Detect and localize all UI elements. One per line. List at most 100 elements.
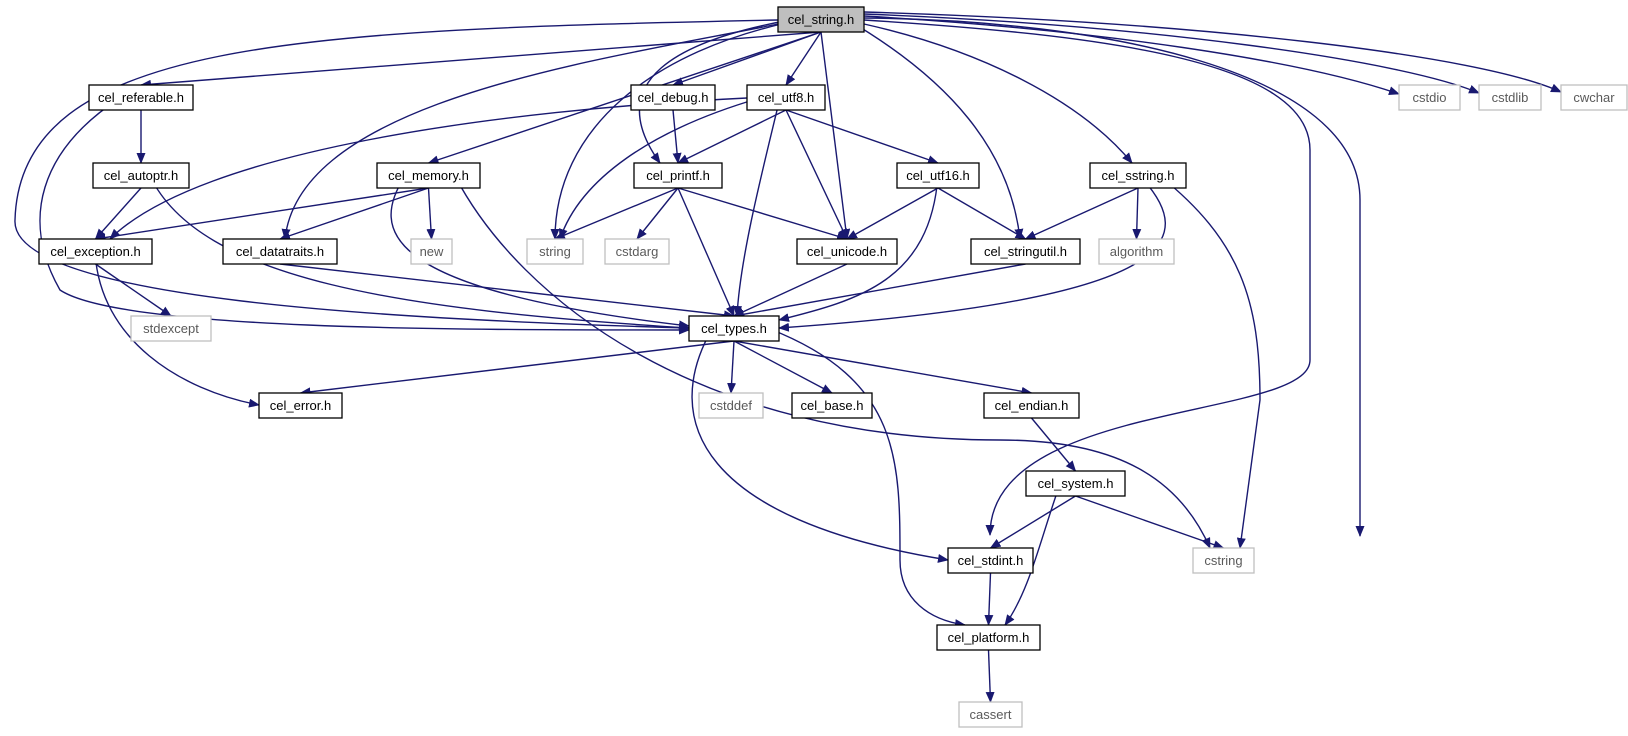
node-box bbox=[410, 238, 453, 265]
node-label: cel_autoptr.h bbox=[104, 168, 178, 183]
node-label: cel_string.h bbox=[788, 12, 854, 27]
edge-cel-types-to-cel-error bbox=[299, 340, 735, 397]
node-box bbox=[1098, 238, 1175, 265]
edge-cel-sstring-to-cstring bbox=[1159, 175, 1261, 549]
edge-cel-utf8-to-cel-unicode bbox=[785, 109, 848, 240]
node-label: cwchar bbox=[1573, 90, 1615, 105]
node-label: cstddef bbox=[710, 398, 752, 413]
edge-cel-utf8-to-cel-utf16 bbox=[785, 109, 939, 164]
node-box bbox=[947, 547, 1034, 574]
node-box bbox=[1025, 470, 1126, 497]
node-box bbox=[633, 162, 723, 189]
edge-cel-string-to-string bbox=[550, 19, 801, 240]
edge-cel-types-to-cstddef bbox=[727, 340, 737, 394]
node-box bbox=[130, 315, 212, 342]
graph-node-cstdlib: cstdlib bbox=[1478, 84, 1542, 111]
node-label: cel_unicode.h bbox=[807, 244, 887, 259]
node-label: cel_datatraits.h bbox=[236, 244, 324, 259]
graph-node-cel-unicode[interactable]: cel_unicode.h bbox=[796, 238, 898, 265]
edge-cel-memory-to-cel-datatraits bbox=[279, 187, 429, 241]
edge-cel-string-to-cstdio bbox=[863, 15, 1400, 96]
node-box bbox=[983, 392, 1080, 419]
edge-cel-printf-to-string bbox=[554, 187, 679, 240]
edge-cel-types-to-cel-platform bbox=[769, 328, 966, 629]
node-label: cassert bbox=[970, 707, 1012, 722]
graph-node-cel-datatraits[interactable]: cel_datatraits.h bbox=[222, 238, 338, 265]
edge-cel-string-to-cwchar bbox=[863, 11, 1562, 93]
node-label: cel_base.h bbox=[801, 398, 864, 413]
edge-cel-string-to-cel-printf bbox=[638, 19, 791, 164]
edge-cel-referable-to-cel-types bbox=[39, 97, 690, 335]
edge-cel-utf16-to-cel-unicode bbox=[846, 187, 939, 240]
node-label: cel_stringutil.h bbox=[984, 244, 1067, 259]
node-box bbox=[376, 162, 481, 189]
node-label: cel_debug.h bbox=[638, 90, 709, 105]
node-label: cstdarg bbox=[616, 244, 659, 259]
graph-node-cel-error[interactable]: cel_error.h bbox=[258, 392, 343, 419]
graph-node-cwchar: cwchar bbox=[1560, 84, 1628, 111]
node-box bbox=[796, 238, 898, 265]
node-box bbox=[630, 84, 716, 111]
graph-node-cel-autoptr[interactable]: cel_autoptr.h bbox=[92, 162, 190, 189]
edge-cel-types-to-cel-stdint bbox=[691, 328, 949, 563]
edge-cel-string-to-cel-referable bbox=[140, 31, 822, 89]
edge-cel-printf-to-cel-types bbox=[677, 187, 735, 317]
node-label: cel_utf16.h bbox=[906, 168, 970, 183]
node-label: algorithm bbox=[1110, 244, 1163, 259]
node-box bbox=[791, 392, 873, 419]
node-label: cel_sstring.h bbox=[1102, 168, 1175, 183]
node-box bbox=[688, 315, 780, 342]
graph-node-cel-types[interactable]: cel_types.h bbox=[688, 315, 780, 342]
node-box bbox=[604, 238, 670, 265]
node-box bbox=[1398, 84, 1461, 111]
graph-node-cel-exception[interactable]: cel_exception.h bbox=[38, 238, 153, 265]
graph-node-cel-string[interactable]: cel_string.h bbox=[777, 6, 865, 33]
edge-cel-stringutil-to-cel-types bbox=[733, 263, 1026, 319]
node-label: cel_exception.h bbox=[50, 244, 140, 259]
node-box bbox=[896, 162, 980, 189]
graph-node-cel-memory[interactable]: cel_memory.h bbox=[376, 162, 481, 189]
edge-cel-system-to-cstring bbox=[1075, 495, 1225, 549]
node-box bbox=[746, 84, 826, 111]
node-label: cel_platform.h bbox=[948, 630, 1030, 645]
node-box bbox=[258, 392, 343, 419]
graph-node-cel-sstring[interactable]: cel_sstring.h bbox=[1089, 162, 1187, 189]
graph-node-cel-stdint[interactable]: cel_stdint.h bbox=[947, 547, 1034, 574]
edge-cel-platform-to-cassert bbox=[985, 649, 995, 703]
node-label: new bbox=[420, 244, 444, 259]
node-box bbox=[777, 6, 865, 33]
edge-cel-sstring-to-algorithm bbox=[1132, 187, 1142, 240]
graph-node-cel-endian[interactable]: cel_endian.h bbox=[983, 392, 1080, 419]
graph-node-cel-system[interactable]: cel_system.h bbox=[1025, 470, 1126, 497]
graph-node-cel-referable[interactable]: cel_referable.h bbox=[88, 84, 194, 111]
edge-cel-exception-to-stdexcept bbox=[95, 263, 172, 317]
graph-node-cel-utf8[interactable]: cel_utf8.h bbox=[746, 84, 826, 111]
edge-cel-utf16-to-cel-stringutil bbox=[937, 187, 1027, 240]
node-box bbox=[38, 238, 153, 265]
graph-node-cel-platform[interactable]: cel_platform.h bbox=[936, 624, 1041, 651]
graph-node-cel-debug[interactable]: cel_debug.h bbox=[630, 84, 716, 111]
graph-node-cel-base[interactable]: cel_base.h bbox=[791, 392, 873, 419]
graph-node-cel-utf16[interactable]: cel_utf16.h bbox=[896, 162, 980, 189]
node-box bbox=[88, 84, 194, 111]
graph-node-cstdarg: cstdarg bbox=[604, 238, 670, 265]
graph-node-cstddef: cstddef bbox=[698, 392, 764, 419]
edge-cel-unicode-to-cel-types bbox=[733, 263, 848, 317]
edge-cel-string-to-cel-stdint bbox=[863, 19, 1311, 536]
node-label: cel_error.h bbox=[270, 398, 331, 413]
edge-cel-memory-to-new bbox=[426, 187, 436, 240]
edge-cel-string-to-cel-stringutil bbox=[847, 19, 1024, 240]
edge-cel-types-to-cel-endian bbox=[733, 340, 1033, 396]
edge-cel-printf-to-cstdarg bbox=[636, 187, 679, 240]
node-label: cstdio bbox=[1413, 90, 1447, 105]
edge-cel-debug-to-cel-printf bbox=[672, 109, 682, 164]
graph-node-cel-printf[interactable]: cel_printf.h bbox=[633, 162, 723, 189]
edge-cel-printf-to-cel-unicode bbox=[677, 187, 848, 241]
graph-node-cel-stringutil[interactable]: cel_stringutil.h bbox=[970, 238, 1081, 265]
node-label: cel_memory.h bbox=[388, 168, 469, 183]
edge-cel-sstring-to-cel-types bbox=[778, 175, 1166, 332]
graph-node-stdexcept: stdexcept bbox=[130, 315, 212, 342]
node-label: cstdlib bbox=[1492, 90, 1529, 105]
edge-cel-string-to-cstdlib bbox=[863, 13, 1480, 94]
